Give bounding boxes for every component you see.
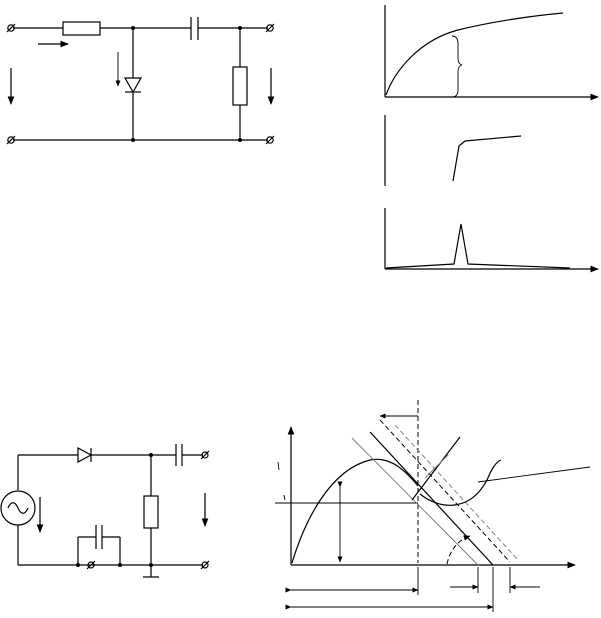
terminal-icon — [265, 135, 275, 145]
capacitor-icon — [190, 17, 199, 40]
circuit-top-left — [6, 17, 275, 145]
terminal-icon — [86, 560, 96, 570]
terminal-icon — [6, 23, 16, 33]
terminal-icon — [200, 560, 210, 570]
resistor-icon — [232, 66, 248, 106]
capacitor-icon — [175, 444, 183, 466]
graph-bottom-right — [275, 400, 591, 612]
terminal-icon — [200, 450, 210, 460]
capacitor-icon — [95, 525, 103, 549]
graphs-top-right — [384, 5, 599, 273]
resistor-icon — [143, 495, 159, 529]
terminal-icon — [6, 135, 16, 145]
characteristic-curve — [291, 458, 419, 564]
graph-3 — [384, 208, 599, 273]
diode-icon — [123, 77, 143, 94]
graph-1 — [384, 5, 599, 101]
resistor-icon — [62, 21, 101, 36]
terminal-icon — [265, 23, 275, 33]
diode-icon — [77, 446, 93, 464]
circuit-bottom-left — [0, 444, 210, 578]
graph-2 — [384, 115, 522, 186]
ac-source-icon — [0, 490, 36, 526]
